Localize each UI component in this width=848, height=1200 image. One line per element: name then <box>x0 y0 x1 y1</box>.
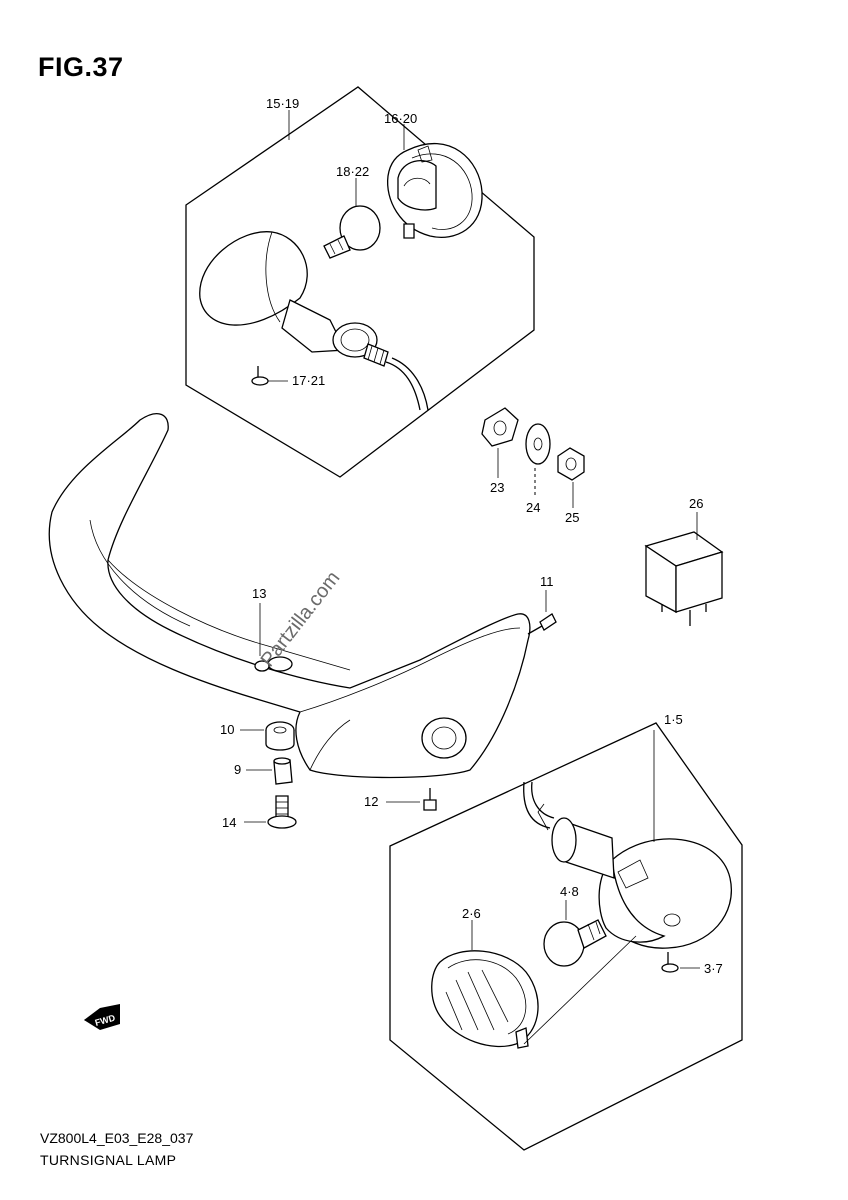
callout-11: 11 <box>540 574 554 589</box>
callout-16-20: 16·20 <box>384 111 417 126</box>
callout-13: 13 <box>252 586 266 601</box>
collar-9 <box>273 757 293 785</box>
screw-3-7 <box>661 952 679 973</box>
diagram-title: TURNSIGNAL LAMP <box>40 1152 177 1168</box>
callout-1-5: 1·5 <box>664 712 683 727</box>
callout-15-19: 15·19 <box>266 96 299 111</box>
lower-bulb <box>543 919 607 967</box>
relay-26 <box>644 531 724 626</box>
upper-lamp-housing <box>199 231 429 411</box>
callout-24: 24 <box>526 500 540 515</box>
grommet-10 <box>265 721 295 751</box>
callout-26: 26 <box>689 496 703 511</box>
fwd-arrow-icon <box>84 1004 120 1030</box>
callout-17-21: 17·21 <box>292 373 325 388</box>
nut-23 <box>481 407 519 447</box>
bracket-13 <box>48 413 531 779</box>
callout-9: 9 <box>234 762 241 777</box>
figure-title: FIG.37 <box>38 52 124 82</box>
callout-14: 14 <box>222 815 236 830</box>
upper-assembly-box <box>185 86 535 478</box>
upper-lens <box>386 142 483 239</box>
callout-10: 10 <box>220 722 234 737</box>
diagram-code: VZ800L4_E03_E28_037 <box>40 1130 194 1146</box>
callout-23: 23 <box>490 480 504 495</box>
callout-2-6: 2·6 <box>462 906 481 921</box>
upper-bulb <box>323 205 381 259</box>
callout-4-8: 4·8 <box>560 884 579 899</box>
lower-lamp-housing <box>523 781 732 949</box>
bolt-14 <box>267 795 297 829</box>
screw-17-21 <box>251 366 269 386</box>
lower-lens <box>431 950 539 1049</box>
washer-24 <box>525 423 551 465</box>
screw-11 <box>527 613 557 635</box>
screw-12 <box>423 788 437 811</box>
callout-18-22: 18·22 <box>336 164 369 179</box>
callout-3-7: 3·7 <box>704 961 723 976</box>
lower-assembly-box <box>389 722 743 1151</box>
callout-12: 12 <box>364 794 378 809</box>
callout-25: 25 <box>565 510 579 525</box>
nut-25 <box>557 447 585 481</box>
